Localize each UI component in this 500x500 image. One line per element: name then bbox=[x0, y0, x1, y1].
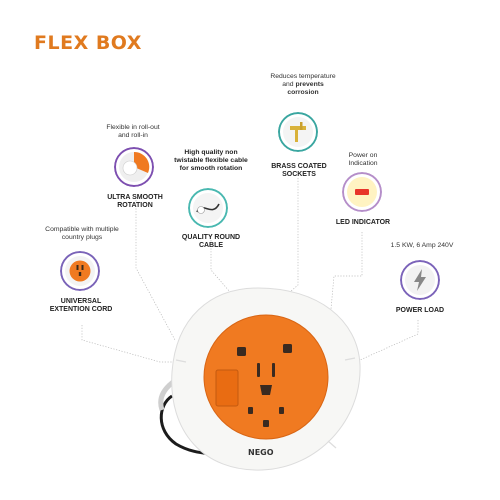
feature-universal-note: Compatible with multiple country plugs bbox=[45, 226, 119, 241]
connector-brass bbox=[289, 178, 299, 293]
brand-logo: NEGO bbox=[248, 448, 274, 457]
feature-rotation-note: Flexible in roll-out and roll-in bbox=[106, 124, 160, 139]
page-title: FLEX BOX bbox=[34, 32, 142, 54]
feature-power-label: POWER LOAD bbox=[395, 307, 445, 314]
socket-disc bbox=[204, 315, 328, 439]
feature-universal-image bbox=[60, 251, 100, 291]
feature-led-note: Power on Indication bbox=[348, 152, 378, 167]
power-switch bbox=[215, 369, 239, 407]
feature-cable-image bbox=[188, 188, 228, 228]
feature-led-label: LED INDICATOR bbox=[335, 219, 391, 226]
feature-brass-note: Reduces temperature and prevents corrosi… bbox=[270, 73, 336, 97]
feature-cable-label: QUALITY ROUND CABLE bbox=[181, 234, 241, 249]
feature-led-image bbox=[342, 172, 382, 212]
feature-brass-image bbox=[278, 112, 318, 152]
feature-rotation-label: ULTRA SMOOTH ROTATION bbox=[107, 194, 163, 209]
connector-power bbox=[350, 320, 419, 361]
feature-brass-note-bold: prevents corrosion bbox=[287, 81, 324, 96]
feature-power-image bbox=[400, 260, 440, 300]
connector-rotation bbox=[135, 200, 176, 341]
feature-brass-label: BRASS COATED SOCKETS bbox=[271, 163, 327, 178]
feature-universal-label: UNIVERSAL EXTENTION CORD bbox=[49, 298, 113, 313]
feature-power-note: 1.5 KW, 6 Amp 240V bbox=[390, 242, 454, 249]
socket-holes bbox=[237, 344, 292, 427]
feature-rotation-image bbox=[114, 147, 154, 187]
feature-brass-note-plain: Reduces temperature and bbox=[270, 73, 336, 88]
feature-cable-note: High quality non twistable flexible cabl… bbox=[174, 149, 248, 172]
